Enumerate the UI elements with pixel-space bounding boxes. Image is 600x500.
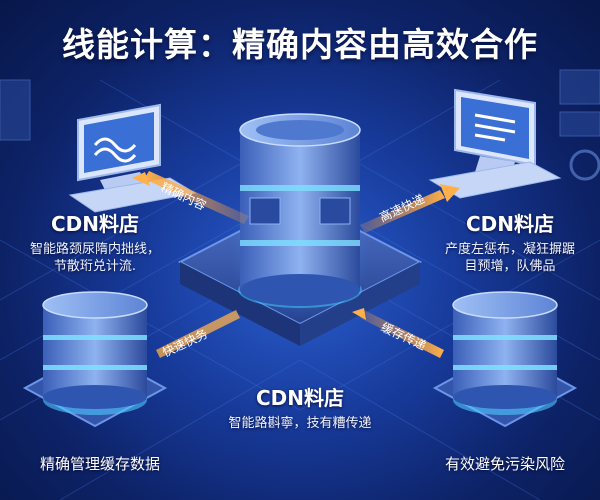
left-node-desc-1: 智能路颈尿隋内拙线， bbox=[29, 242, 160, 257]
left-node-desc-2: 节散珩兑计流. bbox=[53, 259, 137, 274]
center-node-label: CDN料店 智能路斟寧，技有糟传递 bbox=[195, 382, 405, 432]
center-server-icon bbox=[238, 113, 362, 308]
bottom-right-caption: 有效避免污染风险 bbox=[444, 455, 565, 473]
left-node-label: CDN料店 智能路颈尿隋内拙线， 节散珩兑计流. bbox=[20, 208, 170, 275]
arrow-label-top-right: 高速快递 bbox=[377, 191, 427, 225]
center-node-title: CDN料店 bbox=[255, 386, 345, 410]
arrow-label-bottom-right: 缓存传递 bbox=[379, 319, 429, 353]
edge-devices bbox=[0, 69, 600, 181]
right-node-title: CDN料店 bbox=[465, 212, 555, 236]
page-title: 线能计算：精确内容由高效合作 bbox=[62, 25, 538, 64]
right-node-desc-1: 产度左惩布，凝狂摒踞 bbox=[444, 242, 575, 257]
right-node-desc-2: 目预增，队佛品 bbox=[464, 259, 556, 274]
left-database-icon bbox=[22, 291, 168, 428]
right-database-icon bbox=[432, 291, 578, 428]
right-monitor-icon bbox=[428, 88, 562, 199]
arrow-bottom-right: 缓存传递 bbox=[352, 308, 444, 358]
right-node-label: CDN料店 产度左惩布，凝狂摒踞 目预增，队佛品 bbox=[430, 208, 590, 275]
bottom-left-caption: 精确管理缓存数据 bbox=[39, 455, 160, 473]
left-node-title: CDN料店 bbox=[50, 212, 140, 236]
center-node-desc: 智能路斟寧，技有糟传递 bbox=[228, 416, 372, 431]
